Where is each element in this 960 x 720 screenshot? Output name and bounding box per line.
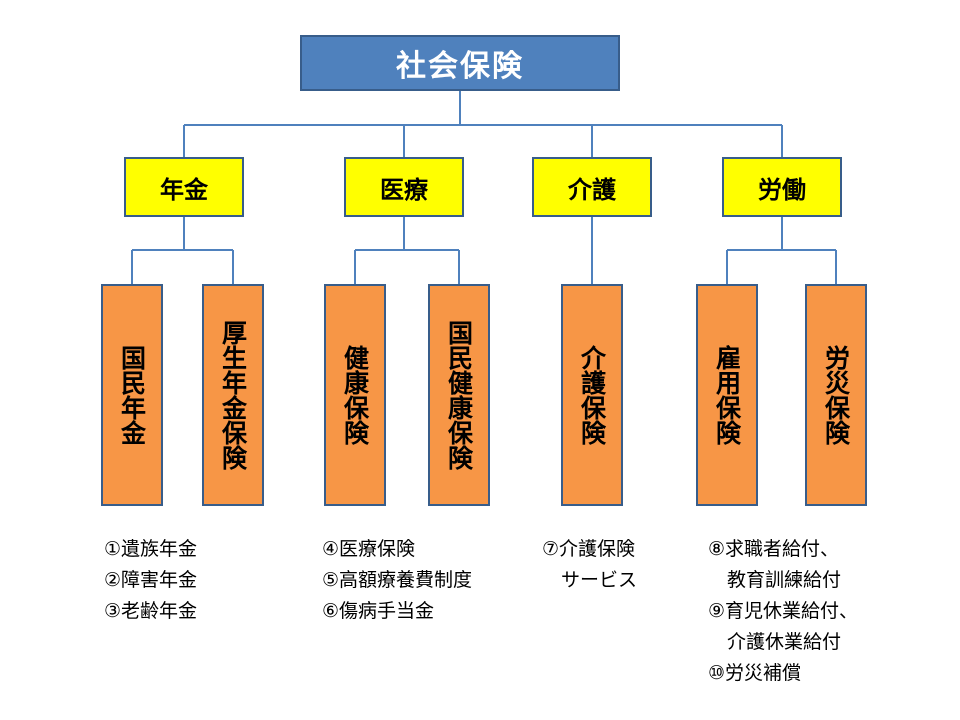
- insurance-label: 健康保険: [340, 345, 370, 445]
- benefit-note: ⑦介護保険: [542, 538, 636, 560]
- benefit-note: ⑤高額療養費制度: [322, 569, 473, 591]
- insurance-node-workers-accident: 労災保険: [805, 284, 867, 506]
- benefit-note: サービス: [542, 569, 638, 591]
- root-label: 社会保険: [396, 49, 524, 84]
- benefit-note: ⑥傷病手当金: [322, 600, 435, 622]
- category-node-medical: 医療: [344, 157, 464, 217]
- root-node-social-insurance: 社会保険: [300, 35, 620, 91]
- insurance-label: 雇用保険: [712, 345, 742, 445]
- benefit-note: ⑧求職者給付、: [708, 538, 840, 560]
- insurance-node-health-insurance: 健康保険: [324, 284, 386, 506]
- benefit-notes-nursing-care: ⑦介護保険 サービス: [542, 534, 637, 596]
- category-label: 介護: [568, 175, 616, 204]
- benefit-note: ④医療保険: [322, 538, 416, 560]
- benefit-note: ⑩労災補償: [708, 662, 802, 684]
- benefit-note: ②障害年金: [104, 569, 198, 591]
- category-label: 医療: [380, 175, 428, 204]
- category-label: 年金: [160, 175, 208, 204]
- insurance-label: 介護保険: [577, 345, 607, 445]
- benefit-notes-pension: ①遺族年金 ②障害年金 ③老齢年金: [104, 534, 197, 627]
- category-node-nursing-care: 介護: [532, 157, 652, 217]
- benefit-note: ⑨育児休業給付、: [708, 600, 859, 622]
- benefit-note: ①遺族年金: [104, 538, 198, 560]
- category-node-labor: 労働: [722, 157, 842, 217]
- benefit-note: 教育訓練給付: [708, 569, 842, 591]
- benefit-note: ③老齢年金: [104, 600, 198, 622]
- insurance-label: 厚生年金保険: [218, 320, 248, 470]
- insurance-node-employees-pension: 厚生年金保険: [202, 284, 264, 506]
- insurance-label: 労災保険: [821, 345, 851, 445]
- insurance-label: 国民健康保険: [444, 320, 474, 470]
- benefit-notes-medical: ④医療保険 ⑤高額療養費制度 ⑥傷病手当金: [322, 534, 472, 627]
- benefit-notes-labor: ⑧求職者給付、 教育訓練給付 ⑨育児休業給付、 介護休業給付 ⑩労災補償: [708, 534, 858, 689]
- insurance-node-national-health-insurance: 国民健康保険: [428, 284, 490, 506]
- insurance-node-national-pension: 国民年金: [101, 284, 163, 506]
- category-label: 労働: [758, 175, 806, 204]
- category-node-pension: 年金: [124, 157, 244, 217]
- benefit-note: 介護休業給付: [708, 631, 842, 653]
- insurance-label: 国民年金: [117, 345, 147, 445]
- insurance-node-long-term-care: 介護保険: [561, 284, 623, 506]
- insurance-node-employment: 雇用保険: [696, 284, 758, 506]
